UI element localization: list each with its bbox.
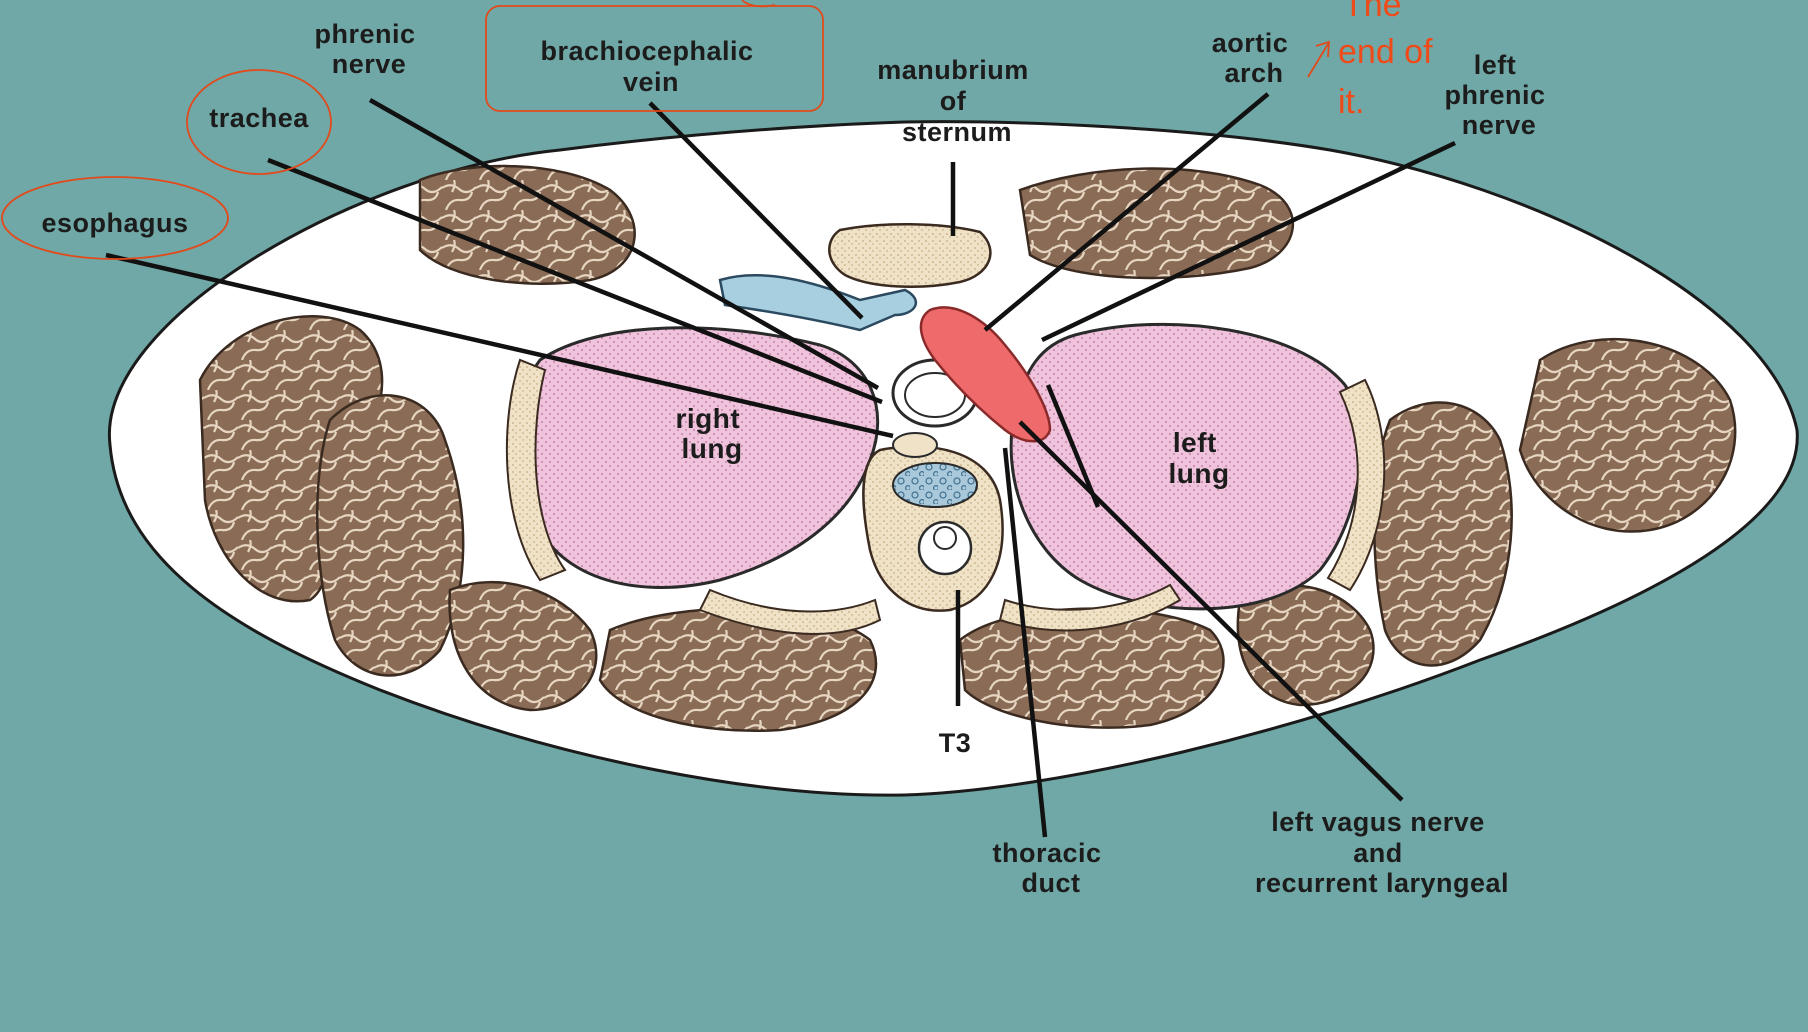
- label-thoracic-duct: thoracic duct: [992, 838, 1109, 898]
- label-t3: T3: [939, 728, 972, 758]
- label-brachiocephalic-vein: brachiocephalic vein: [540, 36, 761, 97]
- note-arrow: [1308, 44, 1328, 77]
- intervertebral-disc-shape: [893, 463, 977, 507]
- label-left-phrenic-nerve: left phrenic nerve: [1444, 50, 1553, 140]
- label-esophagus: esophagus: [41, 208, 188, 238]
- label-left-lung: left lung: [1168, 427, 1229, 489]
- manubrium-shape: [829, 224, 990, 287]
- annotation-note: The end of it.: [1338, 0, 1442, 121]
- label-phrenic-nerve: phrenic nerve: [314, 19, 423, 79]
- label-aortic-arch: aortic arch: [1212, 28, 1297, 88]
- spinal-cord-shape: [934, 527, 956, 549]
- label-left-vagus-nerve: left vagus nerve and recurrent laryngeal: [1255, 807, 1509, 898]
- label-trachea: trachea: [209, 103, 309, 133]
- esophagus-shape: [893, 433, 937, 457]
- label-right-lung: right lung: [676, 403, 749, 464]
